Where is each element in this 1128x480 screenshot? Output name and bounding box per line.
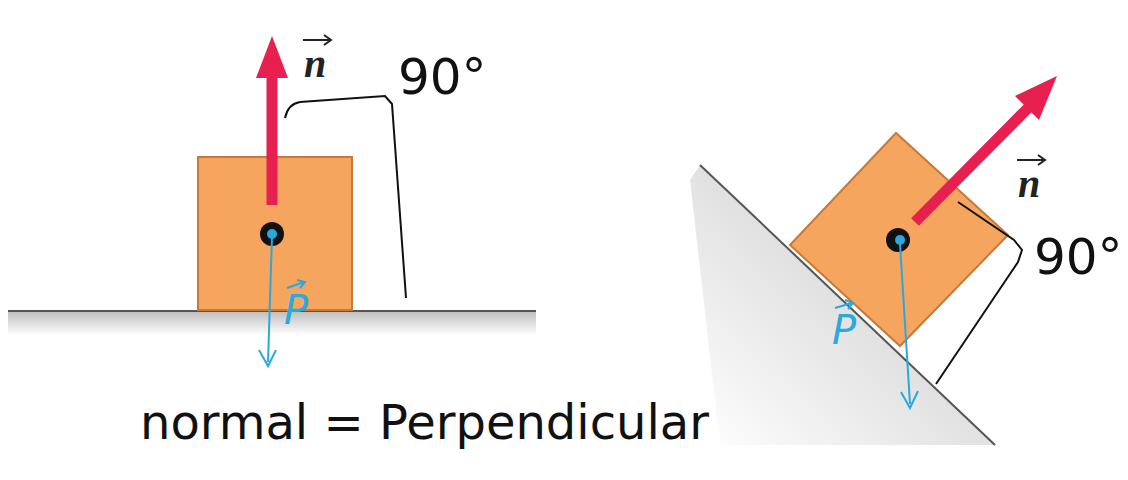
vector-label: P bbox=[832, 310, 856, 350]
vector-label: n bbox=[304, 44, 326, 84]
angle-bracket bbox=[936, 202, 1022, 384]
vector-mark bbox=[287, 280, 305, 288]
arrow-head bbox=[901, 391, 918, 408]
arrow-head bbox=[1015, 76, 1057, 120]
center-dot bbox=[895, 235, 905, 245]
weight-arrow bbox=[900, 244, 910, 404]
vector-mark bbox=[835, 300, 853, 309]
angle-bracket bbox=[285, 96, 406, 298]
vector-label: P bbox=[284, 290, 308, 330]
angle-label: 90° bbox=[398, 52, 487, 102]
normal-arrow bbox=[267, 70, 278, 205]
center-dot bbox=[886, 228, 910, 252]
vector-label: n bbox=[1018, 164, 1040, 204]
ground-shade bbox=[8, 311, 536, 335]
arrow-head bbox=[256, 36, 288, 78]
normal-arrow bbox=[915, 106, 1030, 222]
caption-note: normal = Perpendicular bbox=[140, 398, 709, 446]
weight-arrow bbox=[268, 236, 272, 362]
arrow-head bbox=[259, 350, 276, 366]
angle-label: 90° bbox=[1034, 232, 1123, 282]
